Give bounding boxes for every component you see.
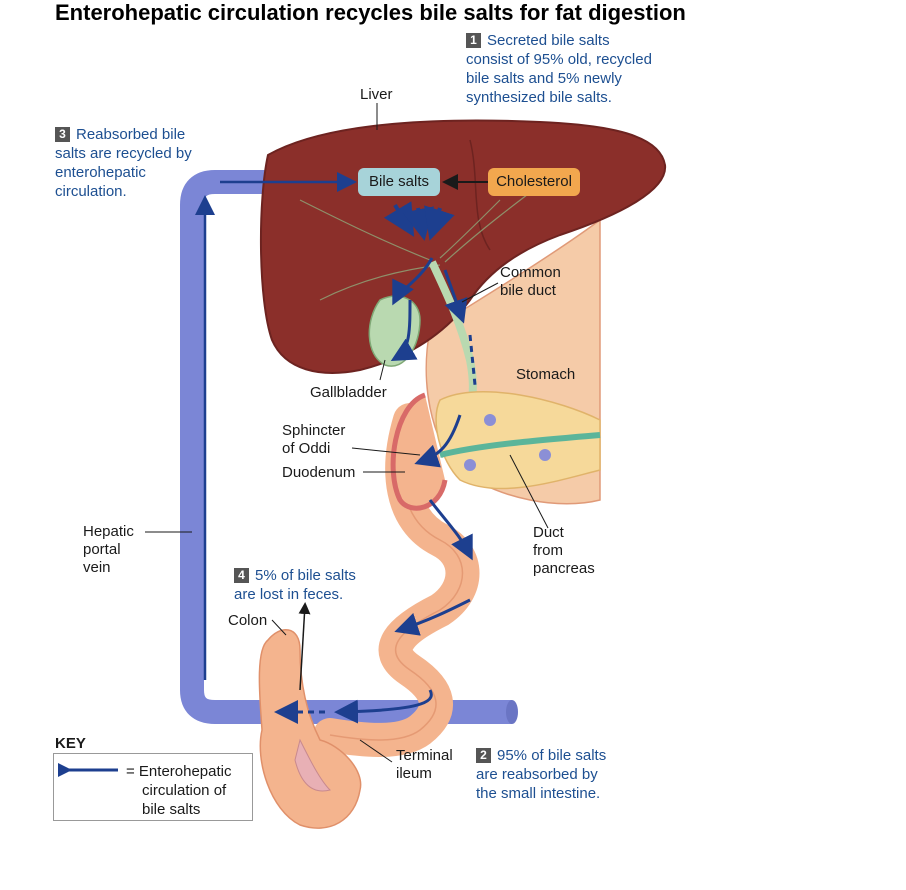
label-liver: Liver — [360, 86, 393, 103]
step-1-badge: 1 — [466, 33, 481, 48]
step-3-badge: 3 — [55, 127, 70, 142]
label-stomach: Stomach — [516, 366, 576, 383]
cholesterol-box: Cholesterol — [488, 168, 580, 196]
key-text: = Enterohepatic circulation of bile salt… — [126, 763, 232, 818]
gallbladder-shape — [368, 295, 421, 367]
label-duodenum: Duodenum — [282, 464, 356, 481]
step-4-badge: 4 — [234, 568, 249, 583]
bile-salts-box: Bile salts — [358, 168, 440, 196]
step-2-badge: 2 — [476, 748, 491, 763]
key-arrow-icon — [58, 762, 118, 778]
page-title: Enterohepatic circulation recycles bile … — [55, 0, 686, 25]
label-duct-from-pancreas: Duct from pancreas — [533, 524, 595, 577]
label-common-bile-duct: Common bile duct — [500, 264, 561, 299]
label-gallbladder: Gallbladder — [310, 384, 387, 401]
pancreatic-duct — [439, 432, 601, 458]
label-hepatic-portal-vein: Hepatic portal vein — [83, 523, 134, 576]
label-terminal-ileum: Terminal ileum — [396, 747, 453, 782]
label-colon: Colon — [228, 612, 268, 629]
label-sphincter-of-oddi: Sphincter of Oddi — [282, 422, 346, 457]
key-box — [53, 753, 253, 821]
colon-shape — [258, 629, 362, 829]
hepatic-portal-vein — [180, 170, 512, 724]
vein-end — [506, 700, 518, 724]
key-title: KEY — [55, 735, 86, 752]
